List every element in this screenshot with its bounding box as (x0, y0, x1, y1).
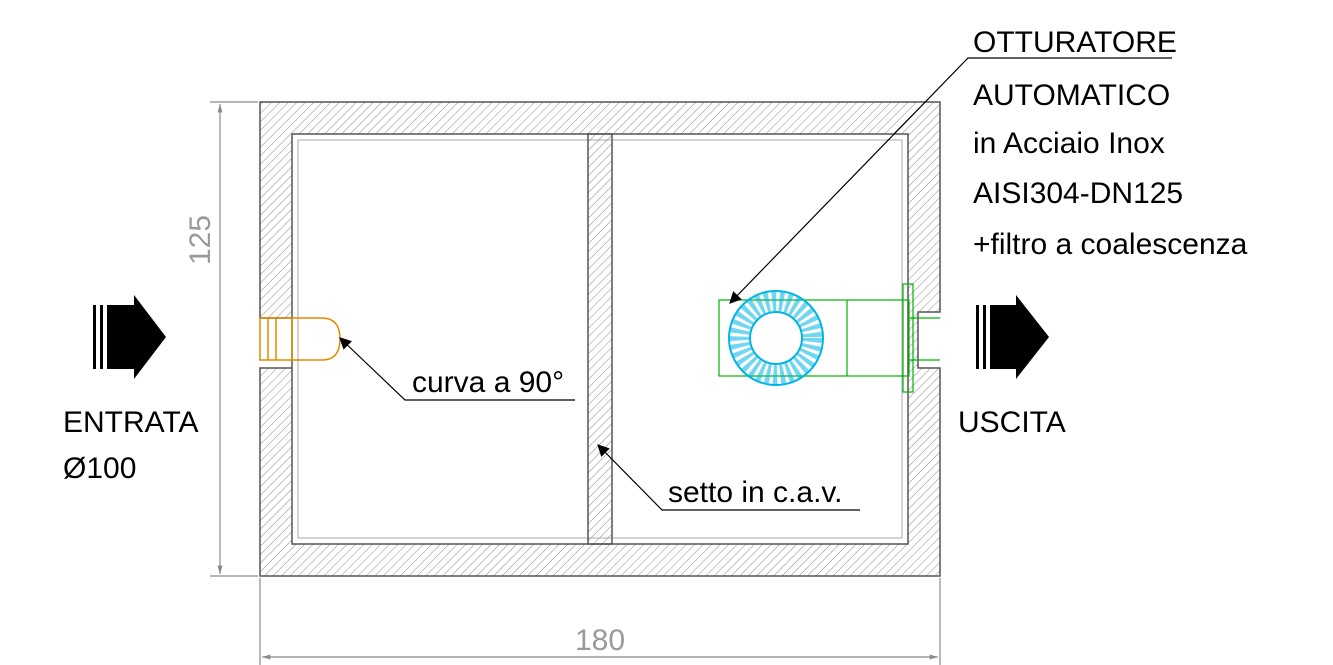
valve-label-line2: AUTOMATICO (973, 79, 1170, 112)
height-dimension: 125 (184, 215, 217, 265)
valve-label-line3: in Acciaio Inox (973, 127, 1165, 160)
dimension-lines (210, 101, 941, 665)
inlet-title: ENTRATA (63, 406, 199, 439)
valve-label-line4: AISI304-DN125 (973, 177, 1183, 210)
outlet-title: USCITA (958, 406, 1066, 439)
inlet-diameter: Ø100 (63, 452, 136, 485)
outlet-flow-icon (976, 295, 1049, 379)
wall-label: setto in c.a.v. (668, 476, 843, 509)
partition-wall (587, 133, 613, 545)
inlet-bend (259, 317, 341, 361)
valve-label-line5: +filtro a coalescenza (973, 228, 1248, 261)
bend-label: curva a 90° (412, 366, 564, 399)
width-dimension: 180 (575, 624, 625, 657)
inlet-flow-icon (93, 295, 166, 379)
leader-lines (339, 57, 1172, 511)
valve-body (718, 283, 940, 393)
valve-label-line1: OTTURATORE (973, 26, 1177, 59)
coalescing-filter (728, 290, 824, 386)
